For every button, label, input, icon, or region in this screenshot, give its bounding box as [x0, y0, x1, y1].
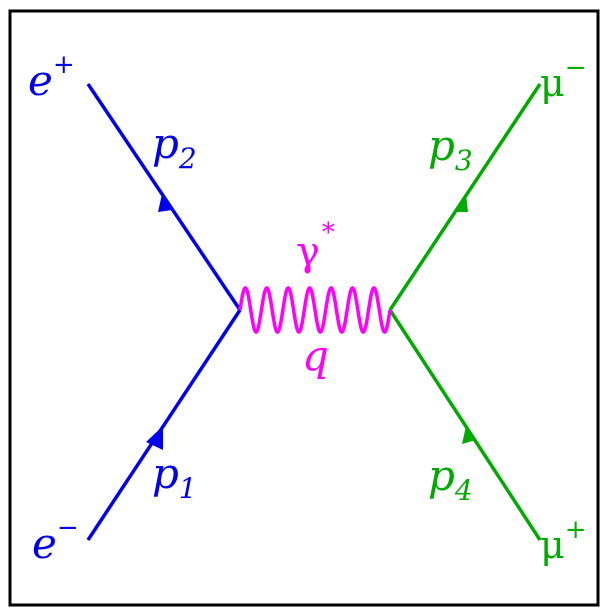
virtual-photon-line [238, 286, 392, 334]
label-gamma-star: γ* [296, 218, 335, 275]
outgoing-antimuon-line [388, 309, 542, 541]
muon-arrow-p3 [454, 194, 468, 212]
label-p3: p3 [428, 121, 473, 177]
label-p1: p1 [152, 449, 197, 505]
label-mu-plus: μ+ [540, 515, 587, 567]
electron-arrow-p1 [146, 426, 163, 450]
label-mu-minus: μ− [540, 53, 587, 105]
label-p2: p2 [152, 119, 197, 175]
outgoing-positron-line [86, 83, 242, 311]
incoming-electron-line [86, 309, 242, 541]
label-p4: p4 [428, 451, 473, 507]
label-q: q [302, 331, 329, 380]
muon-lines [388, 83, 542, 541]
label-e-minus: e− [32, 513, 79, 568]
diagram-frame [8, 9, 600, 607]
electron-lines [86, 83, 242, 541]
label-e-plus: e+ [28, 50, 75, 105]
antimuon-arrow-p4 [462, 426, 476, 444]
positron-arrow-p2 [158, 194, 172, 212]
